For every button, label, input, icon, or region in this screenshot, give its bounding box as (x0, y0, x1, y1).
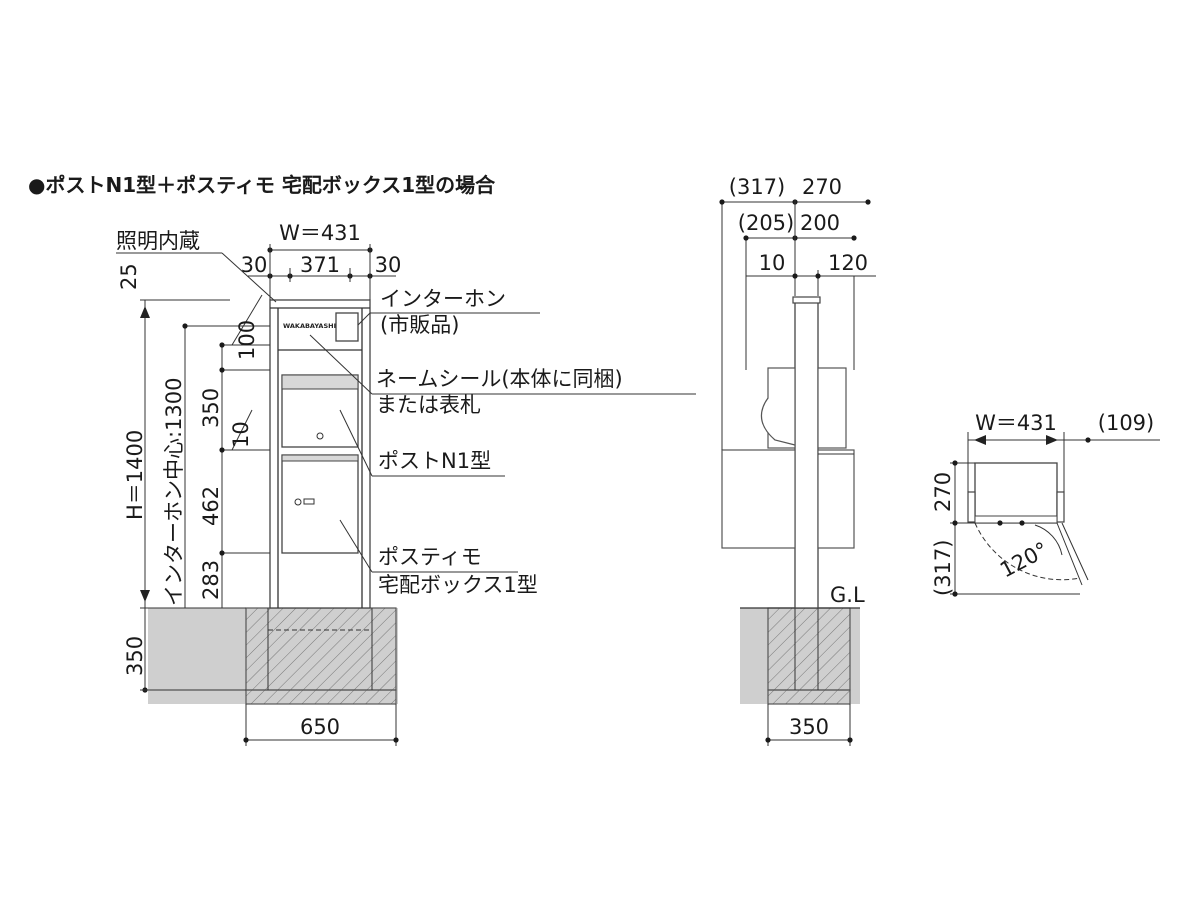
drawing-title: ●ポストN1型＋ポスティモ 宅配ボックス1型の場合 (28, 173, 496, 197)
post-lock-icon (316, 432, 324, 440)
side-small-b: 120 (828, 251, 868, 275)
front-side-right: 30 (375, 253, 402, 277)
label-intercom: インターホン (380, 287, 506, 311)
postimo-box (281, 454, 359, 554)
front-foundation-width: 650 (300, 715, 340, 739)
side-foundation-base (767, 689, 851, 705)
label-name-seal: ネームシール(本体に同梱) (376, 367, 623, 391)
ground-line-label: G.L (830, 583, 865, 607)
front-dim-top: 25 (117, 263, 141, 290)
label-lighting: 照明内蔵 (116, 229, 200, 253)
side-foundation (767, 607, 851, 691)
plan-angle: 120° (996, 537, 1052, 582)
front-dim-height: H＝1400 (123, 430, 147, 520)
front-dim-10: 10 (229, 421, 253, 448)
side-mid-val: 200 (800, 211, 840, 235)
label-post-n1: ポストN1型 (378, 449, 491, 473)
label-name-seal-note: または表札 (376, 393, 481, 417)
front-center: 371 (300, 253, 340, 277)
plan-depth-paren: (317) (931, 540, 955, 596)
postimo-lock-icon (294, 498, 302, 506)
intercom-unit (335, 312, 359, 342)
front-width-total: W＝431 (279, 221, 361, 245)
side-mid-paren: (205) (738, 211, 794, 235)
front-dim-100: 100 (235, 320, 259, 360)
front-post-body (269, 299, 371, 609)
side-top-paren: (317) (729, 175, 785, 199)
side-top-val: 270 (802, 175, 842, 199)
side-small-a: 10 (759, 251, 786, 275)
plan-width-total: W＝431 (975, 411, 1057, 435)
front-side-left: 30 (241, 253, 268, 277)
label-intercom-note: (市販品) (380, 313, 459, 337)
postimo-handle-icon (303, 498, 315, 505)
label-postimo-note: 宅配ボックス1型 (378, 573, 538, 597)
plan-depth: 270 (931, 472, 955, 512)
brand-logo: WAKABAYASHI (283, 322, 336, 330)
label-postimo: ポスティモ (378, 545, 482, 569)
plan-post-body (974, 462, 1058, 524)
side-foundation-width: 350 (789, 715, 829, 739)
front-view: WAKABAYASHI W＝431 30 371 30 照明内蔵 インターホン … (116, 221, 696, 746)
front-foundation-base (245, 689, 397, 705)
front-dim-intercom-center: インターホン中心:1300 (162, 377, 186, 606)
side-post (794, 299, 819, 609)
plan-right-paren: (109) (1098, 411, 1154, 435)
front-dim-462: 462 (199, 486, 223, 526)
front-dim-350: 350 (199, 388, 223, 428)
front-foundation-depth: 350 (123, 636, 147, 676)
plan-view: 120° W＝431 (109) 270 (317) (931, 411, 1160, 597)
front-dim-283: 283 (199, 560, 223, 600)
front-foundation (245, 607, 397, 691)
side-view: (317) 270 (205) 200 10 120 G.L 350 (719, 175, 876, 746)
